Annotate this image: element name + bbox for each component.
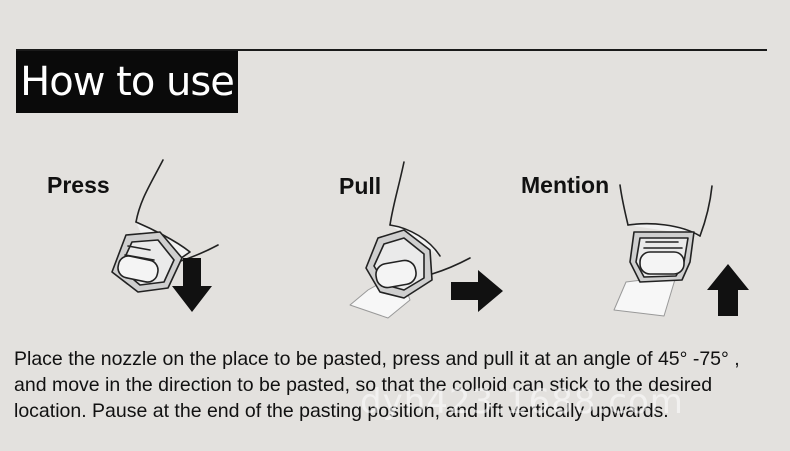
- arrow-right-icon: [451, 270, 503, 312]
- instruction-line: and move in the direction to be pasted, …: [14, 374, 713, 396]
- instruction-line: location. Pause at the end of the pastin…: [14, 400, 669, 422]
- step-label-pull: Pull: [339, 173, 382, 199]
- pull-dispenser-illustration: [349, 161, 471, 319]
- instructions-text: Place the nozzle on the place to be past…: [14, 346, 784, 424]
- press-dispenser-illustration: [111, 159, 219, 293]
- arrow-up-icon: [707, 264, 749, 316]
- page-title: How to use: [20, 59, 235, 105]
- arrow-down-icon: [172, 258, 212, 312]
- step-label-press: Press: [47, 172, 110, 198]
- title-banner: How to use: [16, 51, 238, 113]
- step-label-mention: Mention: [521, 172, 610, 198]
- header-rule: [16, 49, 767, 51]
- instruction-line: Place the nozzle on the place to be past…: [14, 348, 740, 370]
- mention-dispenser-illustration: [613, 184, 713, 317]
